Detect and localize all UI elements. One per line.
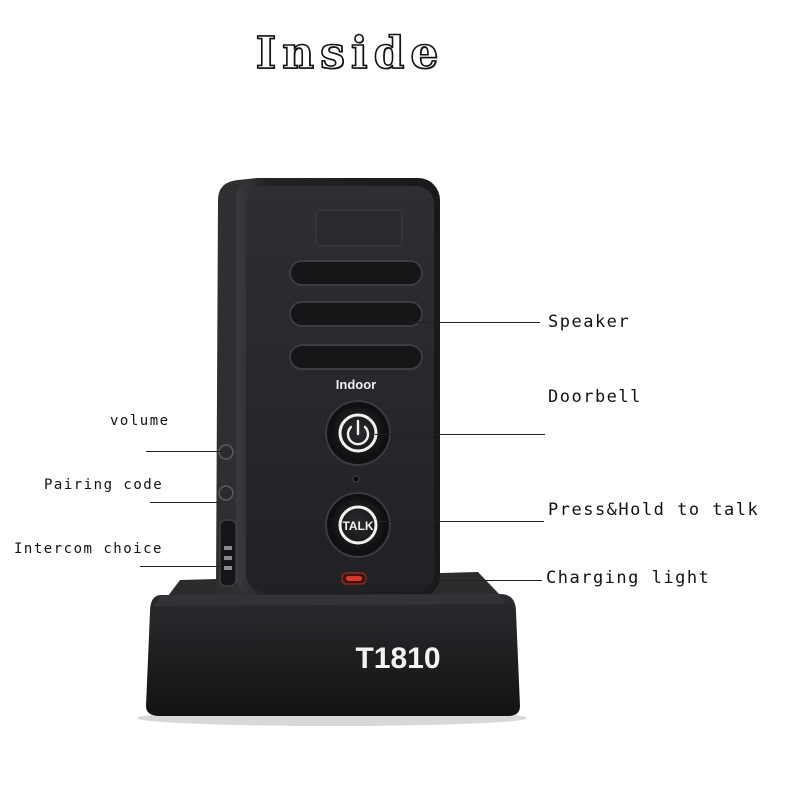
intercom-switch-notch [224,556,232,560]
speaker-slot [289,344,423,370]
charging-leader-line [362,580,542,581]
volume-leader-line [146,451,222,452]
pairing-leader-line [150,502,220,503]
charging-base-edge [154,594,506,606]
doorbell-callout: Doorbell [548,387,642,407]
model-label: T1810 [355,642,440,675]
doorbell-button-circle [338,413,378,453]
pairing-callout: Pairing code [44,477,164,493]
charging-base [146,594,520,716]
microphone-hole [352,475,360,483]
speaker-callout: Speaker [548,312,631,332]
device-face [246,186,434,592]
intercom-callout: Intercom choice [14,541,163,557]
intercom-switch[interactable] [219,519,237,587]
indoor-label: Indoor [336,377,376,392]
charging-callout: Charging light [546,568,711,588]
pairing-button[interactable] [218,485,234,501]
talk-leader-line [378,521,544,522]
page-title: Inside [255,27,445,80]
speaker-slot [289,260,423,286]
doorbell-leader-line [375,434,545,435]
volume-callout: volume [110,413,170,429]
charging-light [346,576,362,581]
intercom-switch-notch [224,546,232,550]
speaker-leader-line [408,322,540,323]
top-window [315,209,403,247]
talk-button-label: TALK [342,519,373,533]
speaker-slot [289,301,423,327]
intercom-switch-notch [224,566,232,570]
volume-button[interactable] [218,444,234,460]
intercom-leader-line [140,566,222,567]
power-icon [346,419,370,446]
talk-callout: Press&Hold to talk [548,500,760,520]
talk-button-circle [338,505,378,545]
